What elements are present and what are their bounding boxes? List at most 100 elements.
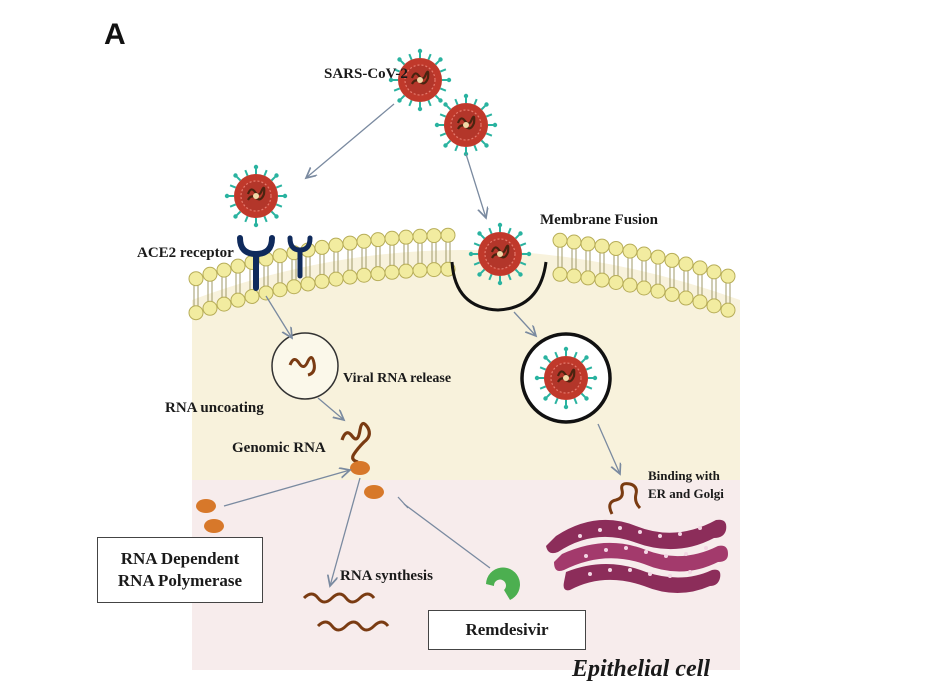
lipid-tail bbox=[235, 272, 241, 295]
lipid-head bbox=[342, 269, 358, 285]
lipid-head bbox=[258, 285, 274, 301]
lipid-head bbox=[370, 232, 386, 248]
lipid-tail bbox=[683, 270, 689, 293]
lipid-tail bbox=[193, 284, 199, 307]
lipid-tail bbox=[571, 247, 577, 270]
er-golgi-icon bbox=[546, 482, 728, 593]
lipid-head bbox=[230, 258, 246, 274]
rdrp-label-line1: RNA Dependent bbox=[120, 549, 240, 568]
rna-uncoating-label: RNA uncoating bbox=[165, 400, 264, 416]
lipid-head bbox=[314, 273, 330, 289]
lipid-head bbox=[692, 260, 708, 276]
rna-synthesis-label: RNA synthesis bbox=[340, 568, 433, 584]
polymerase-icon bbox=[196, 461, 384, 533]
lipid-tail bbox=[697, 273, 703, 296]
lipid-tail bbox=[347, 249, 353, 272]
lipid-tail bbox=[711, 277, 717, 300]
lipid-tail bbox=[557, 246, 563, 269]
uncoating-vesicle bbox=[271, 332, 339, 400]
lipid-head bbox=[426, 228, 442, 244]
endosome-icon bbox=[520, 332, 612, 424]
lipid-head bbox=[230, 292, 246, 308]
lipid-head bbox=[426, 262, 442, 278]
lipid-head bbox=[706, 264, 722, 280]
virus-icon bbox=[223, 163, 289, 229]
genomic-rna-label: Genomic RNA bbox=[232, 440, 326, 456]
lipid-head bbox=[412, 262, 428, 278]
virus-icon bbox=[467, 221, 533, 287]
lipid-tail bbox=[333, 251, 339, 274]
lipid-head bbox=[594, 272, 610, 288]
lipid-head bbox=[286, 279, 302, 295]
pathway-arrows bbox=[223, 103, 620, 586]
lipid-head bbox=[398, 229, 414, 245]
lipid-tail bbox=[263, 264, 269, 287]
remdesivir-label: Remdesivir bbox=[465, 620, 549, 639]
lipid-tail bbox=[445, 241, 451, 264]
virus-label: SARS-CoV-2 bbox=[324, 66, 408, 82]
lipid-head bbox=[678, 256, 694, 272]
lipid-head bbox=[272, 282, 288, 298]
lipid-head bbox=[636, 280, 652, 296]
lipid-head bbox=[412, 228, 428, 244]
lipid-head bbox=[636, 246, 652, 262]
lipid-tail bbox=[417, 242, 423, 265]
lipid-tail bbox=[725, 282, 731, 305]
lipid-tail bbox=[277, 261, 283, 284]
lipid-head bbox=[692, 294, 708, 310]
lipid-head bbox=[398, 263, 414, 279]
rna-strand-icon bbox=[340, 421, 371, 464]
lipid-head bbox=[622, 277, 638, 293]
lipid-head bbox=[440, 227, 456, 243]
lipid-head bbox=[664, 252, 680, 268]
lipid-tail bbox=[585, 249, 591, 272]
lipid-tail bbox=[207, 280, 213, 303]
lipid-head bbox=[216, 296, 232, 312]
lipid-tail bbox=[221, 276, 227, 299]
lipid-tail bbox=[319, 253, 325, 276]
epithelial-cell-label: Epithelial cell bbox=[572, 656, 710, 682]
lipid-head bbox=[580, 270, 596, 286]
epithelial-cell bbox=[192, 250, 740, 670]
lipid-head bbox=[720, 268, 736, 284]
lipid-head bbox=[706, 298, 722, 314]
fusion-pocket bbox=[450, 261, 548, 312]
lipid-tail bbox=[613, 254, 619, 277]
lipid-head bbox=[202, 266, 218, 282]
fusion-label: Membrane Fusion bbox=[540, 212, 658, 228]
lipid-head bbox=[650, 283, 666, 299]
lipid-head bbox=[622, 243, 638, 259]
lipid-head bbox=[552, 266, 568, 282]
lipid-head bbox=[552, 232, 568, 248]
lipid-tail bbox=[389, 244, 395, 267]
lipid-head bbox=[328, 271, 344, 287]
lipid-head bbox=[272, 248, 288, 264]
lipid-head bbox=[314, 239, 330, 255]
lipid-head bbox=[650, 249, 666, 265]
rdrp-box: RNA Dependent RNA Polymerase bbox=[97, 537, 263, 603]
lipid-tail bbox=[291, 258, 297, 281]
lipid-tail bbox=[431, 241, 437, 264]
lipid-head bbox=[356, 233, 372, 249]
lipid-head bbox=[370, 266, 386, 282]
lipid-head bbox=[342, 235, 358, 251]
ace2-label: ACE2 receptor bbox=[137, 245, 234, 261]
viral-rna-release-label: Viral RNA release bbox=[343, 371, 452, 386]
lipid-tail bbox=[669, 266, 675, 289]
rna-strand-icon bbox=[302, 592, 390, 632]
panel-label: A bbox=[104, 18, 126, 51]
rdrp-label-line2: RNA Polymerase bbox=[117, 571, 243, 590]
lipid-head bbox=[566, 234, 582, 250]
lipid-tail bbox=[627, 257, 633, 280]
remdesivir-icon bbox=[486, 567, 520, 600]
lipid-head bbox=[188, 271, 204, 287]
lipid-head bbox=[300, 276, 316, 292]
binding-label-line1: Binding with bbox=[648, 468, 720, 483]
lipid-head bbox=[384, 264, 400, 280]
lipid-tail bbox=[305, 255, 311, 278]
lipid-head bbox=[202, 300, 218, 316]
lipid-head bbox=[664, 286, 680, 302]
lipid-tail bbox=[641, 259, 647, 282]
lipid-head bbox=[608, 274, 624, 290]
